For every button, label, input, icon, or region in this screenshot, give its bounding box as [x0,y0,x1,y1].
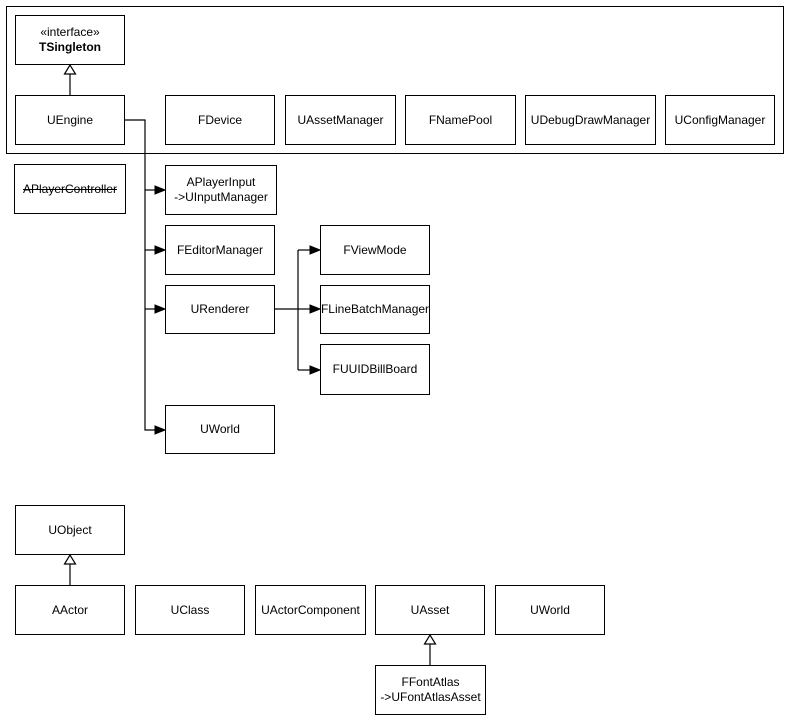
class-label: FUUIDBillBoard [332,362,418,376]
stereotype-label: «interface» [40,25,100,39]
class-box-fdevice: FDevice [165,95,275,145]
class-box-fnamepool: FNamePool [405,95,516,145]
class-box-aactor: AActor [15,585,125,635]
class-label: URenderer [190,302,250,316]
edge-urenderer-flinebatchmanager [298,304,322,314]
class-label: UConfigManager [674,112,766,127]
class-box-uworld-engine: UWorld [165,405,275,454]
class-label: UAsset [410,602,450,617]
class-label: UClass [170,602,210,617]
class-box-flinebatchmanager: FLineBatchManager [320,285,430,334]
class-label: UDebugDrawManager [530,112,651,127]
class-box-fviewmode: FViewMode [320,225,430,275]
class-box-udebugdrawmanager: UDebugDrawManager [525,95,656,145]
singleton-group-frame [6,6,784,154]
class-label: FViewMode [343,242,407,257]
edge-uengine-feditormanager [145,245,167,255]
edge-urenderer-fuuidbillboard [298,365,322,375]
class-box-uasset: UAsset [375,585,485,635]
edge-urenderer-trunk [275,250,299,370]
edge-uengine-aplayerinput [145,185,167,195]
class-label: AActor [51,602,88,617]
class-box-fuuidbillboard: FUUIDBillBoard [320,344,430,395]
class-label: FLineBatchManager [320,302,430,316]
class-label: UWorld [530,602,570,617]
class-label: UWorld [200,422,240,436]
class-box-ffontatlas: FFontAtlas ->UFontAtlasAsset [375,665,486,715]
edge-ffontatlas-uasset [423,633,437,665]
edge-urenderer-fviewmode [298,245,322,255]
class-label-secondary: ->UFontAtlasAsset [380,690,481,704]
class-label: TSingleton [39,40,101,54]
class-box-uclass: UClass [135,585,245,635]
class-box-uconfigmanager: UConfigManager [665,95,775,145]
class-label: FDevice [197,112,242,127]
class-box-uobject: UObject [15,505,125,555]
class-label: UEngine [46,112,94,127]
class-box-urenderer: URenderer [165,285,275,334]
class-label-secondary: ->UInputManager [174,190,268,204]
class-label: FNamePool [428,112,493,127]
edge-uengine-urenderer [145,304,167,314]
class-label: UObject [48,522,92,537]
class-label: FFontAtlas [401,675,460,689]
class-label: FEditorManager [176,242,264,257]
class-box-uengine: UEngine [15,95,125,145]
class-box-uactorcomponent: UActorComponent [255,585,366,635]
class-box-aplayercontroller: APlayerController [14,164,126,214]
class-box-aplayerinput: APlayerInput ->UInputManager [165,165,277,215]
edge-aactor-uobject [63,553,77,585]
class-box-uworld-bottom: UWorld [495,585,605,635]
class-box-feditormanager: FEditorManager [165,225,275,275]
class-label: UActorComponent [261,602,360,617]
class-label: APlayerInput [186,175,256,189]
class-label: UAssetManager [297,112,384,127]
class-box-tsingleton: «interface» TSingleton [15,15,125,65]
edge-uengine-trunk [125,119,167,435]
class-box-uassetmanager: UAssetManager [285,95,396,145]
class-label-strikethrough: APlayerController [22,181,118,196]
